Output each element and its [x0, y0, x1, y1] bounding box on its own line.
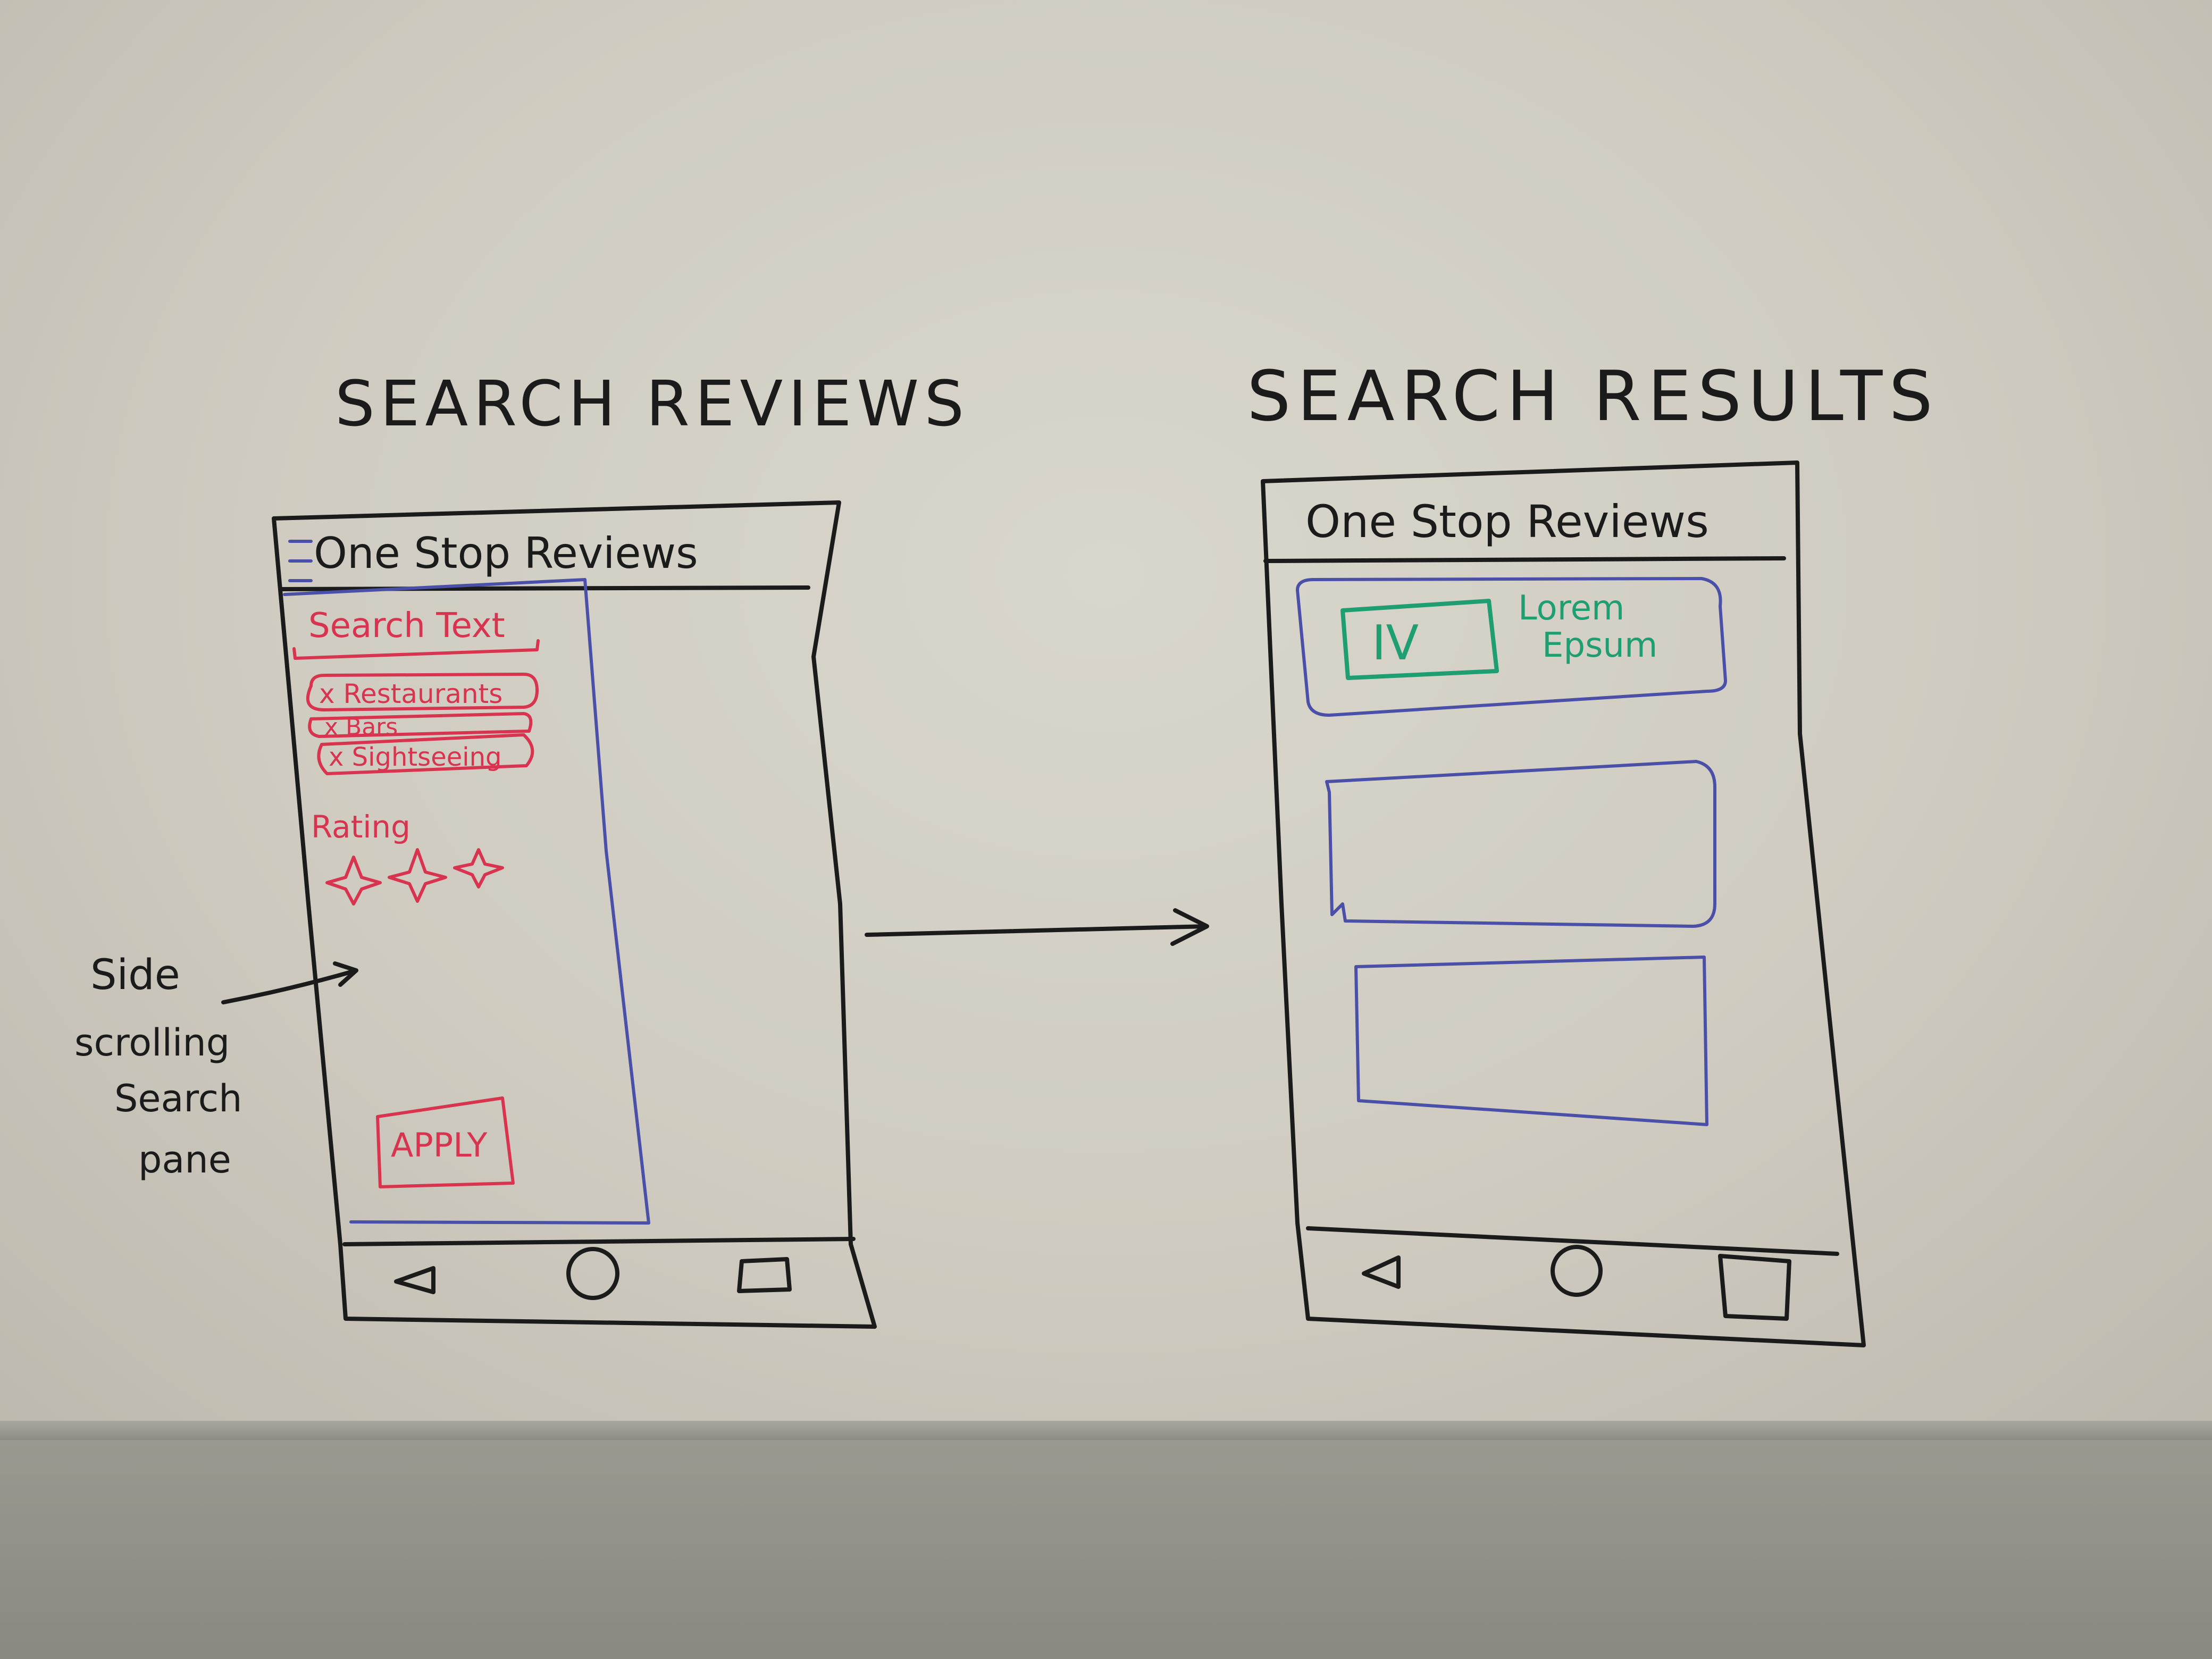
chip-bars[interactable]: x Bars	[324, 714, 398, 741]
star-icon[interactable]	[325, 856, 382, 906]
search-underline	[292, 639, 540, 660]
result-lorem-line-1: Lorem	[1518, 589, 1624, 628]
back-triangle-icon[interactable]	[1362, 1255, 1401, 1289]
home-circle-icon[interactable]	[1551, 1245, 1603, 1297]
chip-outline-bars	[308, 712, 533, 738]
left-heading: SEARCH REVIEWS	[335, 367, 969, 440]
result-card-3[interactable]	[1354, 956, 1708, 1126]
result-card-1[interactable]	[1296, 577, 1727, 717]
apply-button-outline	[376, 1096, 515, 1188]
left-app-title: One Stop Reviews	[314, 529, 698, 578]
result-card-2[interactable]	[1325, 760, 1716, 928]
side-search-pane	[283, 578, 650, 1225]
result-thumbnail[interactable]	[1340, 599, 1499, 680]
arrow-icon	[865, 908, 1209, 946]
hamburger-icon[interactable]	[288, 540, 313, 582]
left-header-divider	[280, 585, 810, 591]
wall	[0, 1440, 2212, 1659]
star-icon[interactable]	[453, 848, 504, 889]
right-heading: SEARCH RESULTS	[1247, 356, 1939, 437]
right-phone-frame	[1261, 460, 1866, 1347]
result-thumbnail-label: IV	[1372, 615, 1419, 671]
recents-square-icon[interactable]	[1718, 1254, 1791, 1321]
search-text-field[interactable]: Search Text	[308, 606, 505, 646]
recents-square-icon[interactable]	[737, 1257, 792, 1293]
right-header-divider	[1263, 556, 1786, 563]
annotation-line-4: pane	[138, 1138, 231, 1182]
star-icon[interactable]	[388, 848, 447, 903]
whiteboard-ledge	[0, 1421, 2212, 1440]
apply-button[interactable]: APPLY	[391, 1126, 487, 1164]
annotation-line-3: Search	[114, 1077, 242, 1120]
right-app-title: One Stop Reviews	[1305, 496, 1709, 548]
chip-outline-restaurants	[306, 673, 539, 711]
left-phone-frame	[272, 500, 877, 1329]
rating-label: Rating	[311, 809, 410, 845]
annotation-line-2: scrolling	[74, 1021, 230, 1065]
result-lorem-line-2: Epsum	[1542, 626, 1657, 665]
chip-outline-sightseeing	[317, 733, 534, 775]
chip-sightseeing[interactable]: x Sightseeing	[329, 742, 501, 772]
left-navbar-divider	[342, 1237, 856, 1246]
home-circle-icon[interactable]	[566, 1247, 619, 1300]
right-navbar-divider	[1306, 1226, 1839, 1256]
back-triangle-icon[interactable]	[394, 1266, 435, 1294]
annotation-line-1: Side	[90, 951, 180, 999]
chip-restaurants[interactable]: x Restaurants	[319, 678, 502, 709]
annotation-arrow	[221, 961, 358, 1004]
